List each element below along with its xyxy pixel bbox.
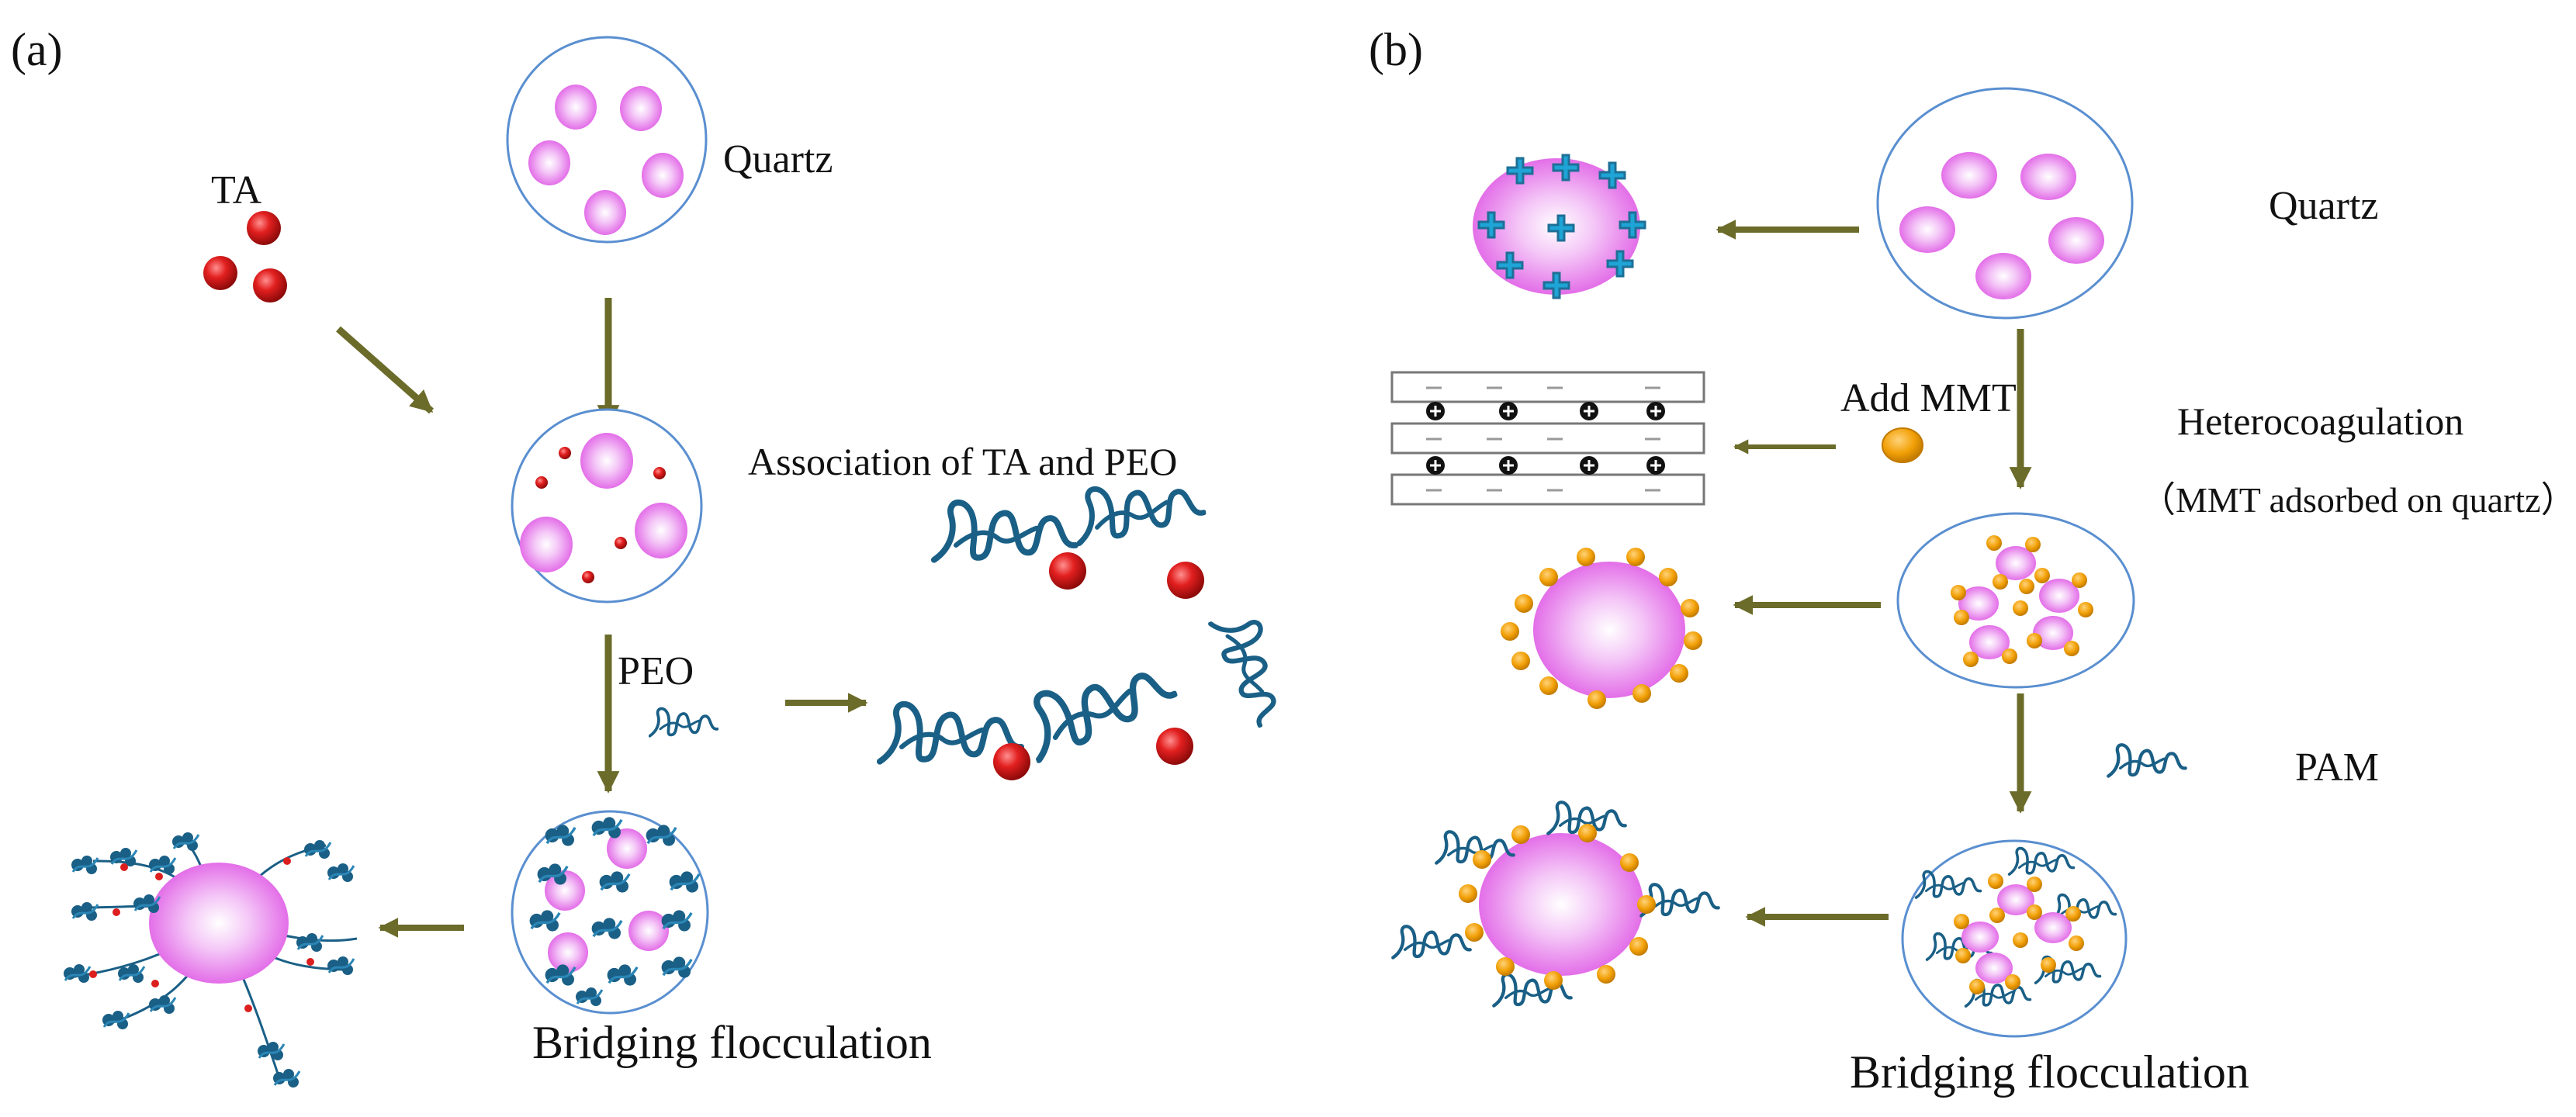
peo-polymer-icon	[650, 709, 718, 736]
mmt-coated-particle	[1501, 548, 1702, 709]
ta-particles	[203, 211, 287, 303]
heterocoagulation-circle	[1896, 512, 2135, 689]
mmt-layer-structure	[1390, 371, 1705, 506]
ta-label: TA	[211, 168, 262, 213]
panel-a: (a) Quartz TA	[11, 24, 1292, 1089]
panel-b-label: (b)	[1369, 24, 1423, 75]
arrow-ta-to-mix	[336, 326, 434, 414]
add-mmt-label: Add MMT	[1840, 376, 2017, 420]
pam-polymer-icon	[2108, 745, 2185, 776]
charged-quartz-particle	[1473, 154, 1646, 299]
quartz-suspension-a	[506, 36, 708, 244]
quartz-ta-mixture	[511, 408, 703, 603]
panel-a-label: (a)	[11, 24, 63, 75]
mmt-adsorbed-label: （MMT adsorbed on quartz）	[2140, 480, 2576, 520]
pam-label: PAM	[2295, 745, 2379, 790]
floc-circle-b	[1901, 839, 2128, 1038]
panel-b: (b) Quartz	[1369, 24, 2576, 1098]
bridged-particle-b	[1393, 802, 1718, 1005]
heterocoagulation-label: Heterocoagulation	[2177, 399, 2463, 443]
quartz-suspension-b	[1876, 87, 2134, 320]
quartz-label-a: Quartz	[723, 137, 833, 182]
floc-circle-a	[511, 810, 709, 1015]
association-label: Association of TA and PEO	[748, 440, 1177, 483]
bridging-label-a: Bridging flocculation	[532, 1017, 932, 1068]
peo-label: PEO	[618, 649, 694, 693]
quartz-label-b: Quartz	[2269, 184, 2378, 228]
ta-peo-association	[880, 475, 1292, 780]
bridging-label-b: Bridging flocculation	[1850, 1046, 2249, 1098]
bridged-particle-a	[62, 831, 358, 1089]
mmt-particle-icon	[1882, 427, 1923, 463]
